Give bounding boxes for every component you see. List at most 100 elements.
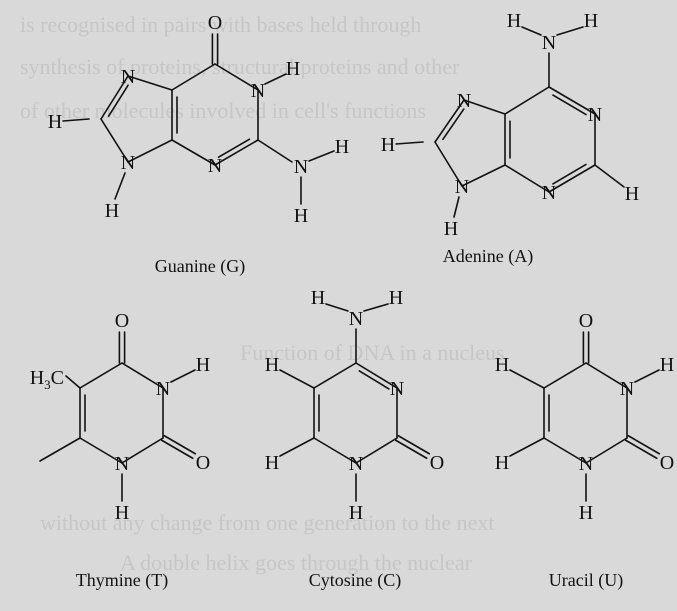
uracil-bond bbox=[624, 439, 658, 460]
guanine-bond bbox=[217, 138, 251, 158]
adenine-bond bbox=[442, 108, 465, 141]
thymine-bond bbox=[121, 362, 164, 389]
show-through-line: Function of DNA in a nucleus bbox=[240, 340, 505, 365]
adenine-bond bbox=[548, 164, 596, 193]
guanine-atom-n: N bbox=[251, 80, 265, 102]
guanine-atom-h: H bbox=[105, 200, 119, 222]
adenine-atom-n: N bbox=[588, 104, 602, 126]
cytosine-bond bbox=[363, 303, 389, 312]
uracil-atom-h: H bbox=[579, 502, 593, 524]
guanine-atom-o: O bbox=[208, 12, 222, 34]
cytosine-bond bbox=[394, 439, 428, 460]
cytosine-atom-n: N bbox=[349, 453, 363, 475]
thymine-bond bbox=[79, 437, 123, 464]
guanine-bond bbox=[100, 75, 129, 120]
cytosine-bond bbox=[313, 437, 357, 464]
adenine-atom-h: H bbox=[381, 134, 395, 156]
guanine-atom-h: H bbox=[294, 205, 308, 227]
guanine-bond bbox=[308, 150, 335, 162]
guanine-bond bbox=[62, 118, 90, 122]
adenine-bond bbox=[453, 196, 460, 218]
uracil-bond bbox=[585, 362, 628, 389]
caption-layer: Guanine (G)Adenine (A)Thymine (T)Cytosin… bbox=[76, 246, 623, 591]
adenine-atom-n: N bbox=[542, 32, 556, 54]
adenine-atom-h: H bbox=[584, 10, 598, 32]
uracil-atom-h: H bbox=[495, 354, 509, 376]
guanine-bond bbox=[214, 63, 259, 91]
adenine-atom-n: N bbox=[542, 182, 556, 204]
guanine-bond bbox=[127, 75, 173, 91]
guanine-atom-n: N bbox=[121, 66, 135, 88]
uracil-bond bbox=[543, 362, 587, 389]
cytosine-caption: Cytosine (C) bbox=[309, 570, 402, 591]
uracil-bond bbox=[634, 369, 660, 383]
cytosine-atom-n: N bbox=[390, 378, 404, 400]
cytosine-bond bbox=[313, 362, 357, 389]
cytosine-atom-h: H bbox=[265, 452, 279, 474]
thymine-bond bbox=[163, 434, 197, 455]
adenine-bond bbox=[395, 141, 424, 145]
uracil-bond bbox=[627, 434, 661, 455]
adenine-bond bbox=[594, 164, 625, 188]
thymine-bond bbox=[79, 362, 123, 389]
thymine-methyl-label: H3C bbox=[30, 367, 64, 392]
show-through-line: without any change from one generation t… bbox=[40, 510, 495, 535]
cytosine-atom-h: H bbox=[349, 502, 363, 524]
guanine-atom-n: N bbox=[294, 156, 308, 178]
cytosine-bond bbox=[358, 370, 390, 390]
cytosine-bond bbox=[279, 437, 315, 457]
uracil-bond bbox=[585, 437, 628, 464]
uracil-bond bbox=[509, 437, 545, 457]
adenine-bond bbox=[434, 141, 463, 187]
guanine-bond bbox=[264, 73, 287, 85]
cytosine-bond bbox=[397, 434, 431, 455]
bond-layer bbox=[39, 26, 661, 502]
thymine-caption: Thymine (T) bbox=[76, 570, 168, 591]
thymine-atom-n: N bbox=[115, 453, 129, 475]
guanine-bond bbox=[100, 118, 129, 163]
thymine-atom-h: H bbox=[115, 502, 129, 524]
uracil-atom-n: N bbox=[620, 378, 634, 400]
uracil-atom-h: H bbox=[660, 354, 674, 376]
show-through-line: A double helix goes through the nuclear bbox=[120, 550, 473, 575]
guanine-bond bbox=[114, 172, 126, 200]
guanine-atom-h: H bbox=[286, 58, 300, 80]
thymine-atom-n: N bbox=[156, 378, 170, 400]
thymine-bond bbox=[170, 369, 196, 383]
adenine-bond bbox=[463, 99, 506, 115]
cytosine-bond bbox=[279, 369, 315, 389]
adenine-bond bbox=[434, 99, 465, 143]
guanine-atom-n: N bbox=[208, 155, 222, 177]
adenine-bond bbox=[461, 164, 506, 187]
uracil-atom-o: O bbox=[660, 452, 674, 474]
thymine-atom-h: H bbox=[196, 354, 210, 376]
thymine-atom-o: O bbox=[115, 310, 129, 332]
adenine-bond bbox=[521, 26, 542, 36]
thymine-atom-o: O bbox=[196, 452, 210, 474]
guanine-bond bbox=[171, 139, 216, 166]
guanine-atom-h: H bbox=[335, 136, 349, 158]
guanine-bond bbox=[107, 84, 129, 118]
cytosine-bond bbox=[355, 362, 398, 389]
cytosine-atom-h: H bbox=[265, 354, 279, 376]
adenine-bond bbox=[504, 164, 550, 193]
guanine-caption: Guanine (G) bbox=[155, 256, 245, 277]
guanine-bond bbox=[127, 139, 173, 163]
adenine-bond bbox=[552, 94, 587, 116]
adenine-bond bbox=[504, 86, 550, 115]
adenine-atom-h: H bbox=[507, 10, 521, 32]
guanine-bond bbox=[214, 139, 259, 166]
cytosine-atom-h: H bbox=[311, 287, 325, 309]
cytosine-bond bbox=[355, 437, 398, 464]
uracil-bond bbox=[543, 437, 587, 464]
cytosine-bond bbox=[325, 303, 349, 312]
uracil-atom-h: H bbox=[495, 452, 509, 474]
uracil-atom-o: O bbox=[579, 310, 593, 332]
guanine-atom-n: N bbox=[121, 152, 135, 174]
adenine-atom-n: N bbox=[457, 90, 471, 112]
cytosine-atom-n: N bbox=[349, 308, 363, 330]
